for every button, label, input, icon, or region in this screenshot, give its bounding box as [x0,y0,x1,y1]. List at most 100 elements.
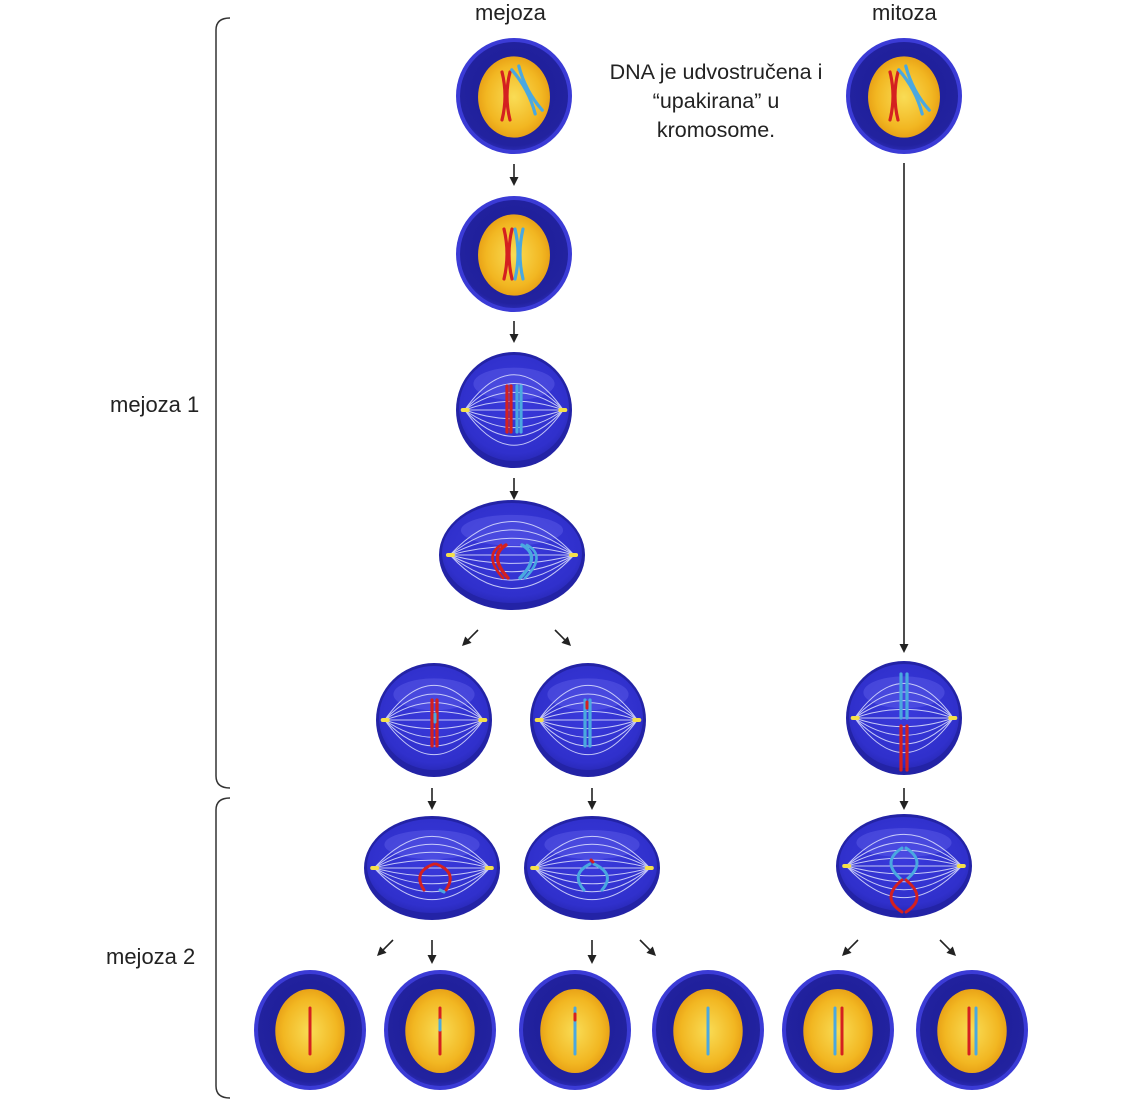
arrow-shaft [939,939,951,951]
chromatid-blue-right [592,862,609,892]
spindle-fiber [533,851,651,869]
arrow-diag-10 [639,939,656,956]
arrow-shaft [467,629,479,641]
spindle-fiber [854,691,954,719]
spindle-fiber [464,374,564,411]
cell-meiosis-metaphase-2-left [376,663,492,777]
spindle-fiber [845,865,963,898]
spindle-fiber [533,867,651,885]
chromatid [589,858,595,864]
cell-mitosis-metaphase [846,661,962,775]
arrow-head [462,636,472,646]
daughter-cell-mitosis-2 [916,970,1028,1090]
spindle-fiber [854,700,954,719]
chromosome [888,70,900,122]
arrow-shaft [382,939,394,951]
spindle-fibers [464,374,564,446]
nucleus [803,989,873,1073]
stage-label-meiosis-2: mejoza 2 [106,944,196,969]
arrow-head [377,946,387,956]
spindle-fibers [538,685,638,755]
brackets [215,17,231,1099]
arrow-down-3 [509,478,519,500]
arrow-head [427,955,437,964]
spindle-fiber [384,693,484,721]
chromosome [502,227,514,281]
spindle-fiber [464,400,564,411]
spindle-fiber [449,529,575,556]
arrow-head [899,801,909,810]
spindle-fiber [854,717,954,736]
chromatid-right [507,227,514,281]
cell-meiosis-prophase-1 [456,196,572,312]
chromosome-red-left [495,543,510,580]
daughter-cell-3 [519,970,631,1090]
arrow-diag-right [554,629,571,646]
cell-mitosis-interphase [846,38,962,154]
nucleus [478,214,550,296]
chromatid-left [888,70,895,122]
arrow-diag-12 [939,939,956,956]
spindle-fiber [464,392,564,411]
chromatid-blue-left [576,862,592,892]
spindle-fiber [464,383,564,411]
spindle-fiber [384,719,484,730]
chromosome [897,64,931,116]
spindle-fiber [464,409,564,437]
centrosome-right [948,716,958,720]
spindle-fiber [384,685,484,721]
spindle-fiber [538,710,638,721]
cell-meiosis-anaphase-1 [439,500,585,610]
spindle-fiber [464,409,564,446]
spindle-fiber [538,719,638,755]
chromatid-right [518,227,525,281]
arrows [377,163,956,964]
title-meiosis: mejoza [475,0,546,25]
dna-note: DNA je udvostručena i “upakirana” u krom… [588,58,844,145]
cell-meiosis-anaphase-2-left [364,816,500,920]
spindle-fiber [384,710,484,721]
arrow-head [587,955,597,964]
spindle-fiber [373,851,491,869]
arrow-down-1 [509,164,519,186]
centrosome-right [558,408,568,412]
chromatid-red-right [434,862,452,892]
spindle-fiber [449,554,575,581]
spindle-fiber [854,717,954,728]
centrosome-left [534,718,544,722]
cell-meiosis-interphase [456,38,572,154]
chromatid-right [505,70,512,122]
nucleus [868,56,940,138]
chromosome [513,227,525,281]
spindle-fibers [533,836,651,900]
chromatid [438,888,446,894]
spindle-fiber [534,867,650,877]
centrosome-left [460,408,470,412]
spindle-fiber [449,554,575,589]
spindle-fiber [854,708,954,719]
centrosome-left [530,866,540,870]
chromosome-red-left-2 [491,543,505,580]
arrow-shaft [554,629,566,641]
centrosome-left [370,866,380,870]
daughter-cell-mitosis-1 [782,970,894,1090]
chromatid-left [897,68,924,116]
centrosome-left [850,716,860,720]
arrow-head [899,644,909,653]
spindle-fibers [854,683,954,753]
spindle-fiber [538,719,638,730]
note-line-3: kromosome. [656,118,776,142]
spindle-fibers [845,834,963,898]
centrosome-right [956,864,966,868]
chromosome [510,64,544,116]
chromosome-blue-right [518,543,534,580]
spindle-fiber [538,693,638,721]
arrow-head [561,636,571,646]
cell-meiosis-anaphase-2-right [524,816,660,920]
spindle-fiber [374,867,490,877]
nucleus [478,56,550,138]
chromatid-right [904,64,931,112]
title-mitosis: mitoza [872,0,937,25]
spindle-fiber [533,836,651,869]
